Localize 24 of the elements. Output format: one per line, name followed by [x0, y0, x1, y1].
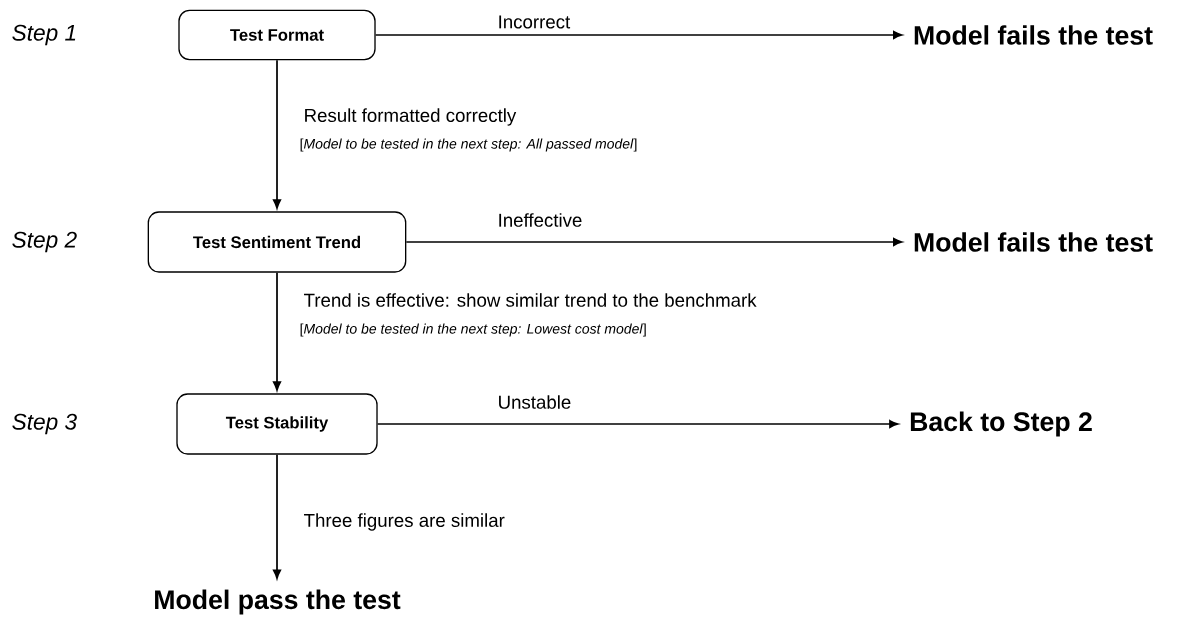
edge-label: Unstable [499, 395, 571, 409]
process-box: Test Stability [176, 393, 378, 455]
arrow [405, 238, 903, 246]
step-label: Step 1 [12, 24, 76, 46]
arrow [273, 453, 281, 579]
outcome-text: Model fails the test [914, 25, 1153, 45]
edge-label: Trend is effective: show similar trend to the benchmark [304, 293, 757, 307]
arrow [376, 420, 899, 428]
edge-label: Three figures are similar [304, 513, 505, 531]
outcome-text: Model fails the test [914, 232, 1153, 252]
outcome-text: Back to Step 2 [910, 411, 1092, 437]
arrow [273, 271, 281, 391]
arrow [273, 59, 281, 209]
note-text: [Model to be tested in the next step: All passed model] [300, 138, 637, 152]
edge-label: Result formatted correctly [305, 108, 517, 126]
edge-label: Ineffective [499, 213, 582, 227]
process-box: Test Format [178, 9, 376, 61]
outcome-text: Model pass the test [155, 589, 401, 615]
step-label: Step 3 [12, 413, 77, 435]
note-text: [Model to be tested in the next step: Lowest cost model] [300, 323, 646, 337]
step-label: Step 2 [12, 231, 77, 253]
process-box: Test Sentiment Trend [147, 211, 407, 273]
edge-label: Incorrect [499, 15, 571, 29]
arrow [374, 31, 903, 39]
